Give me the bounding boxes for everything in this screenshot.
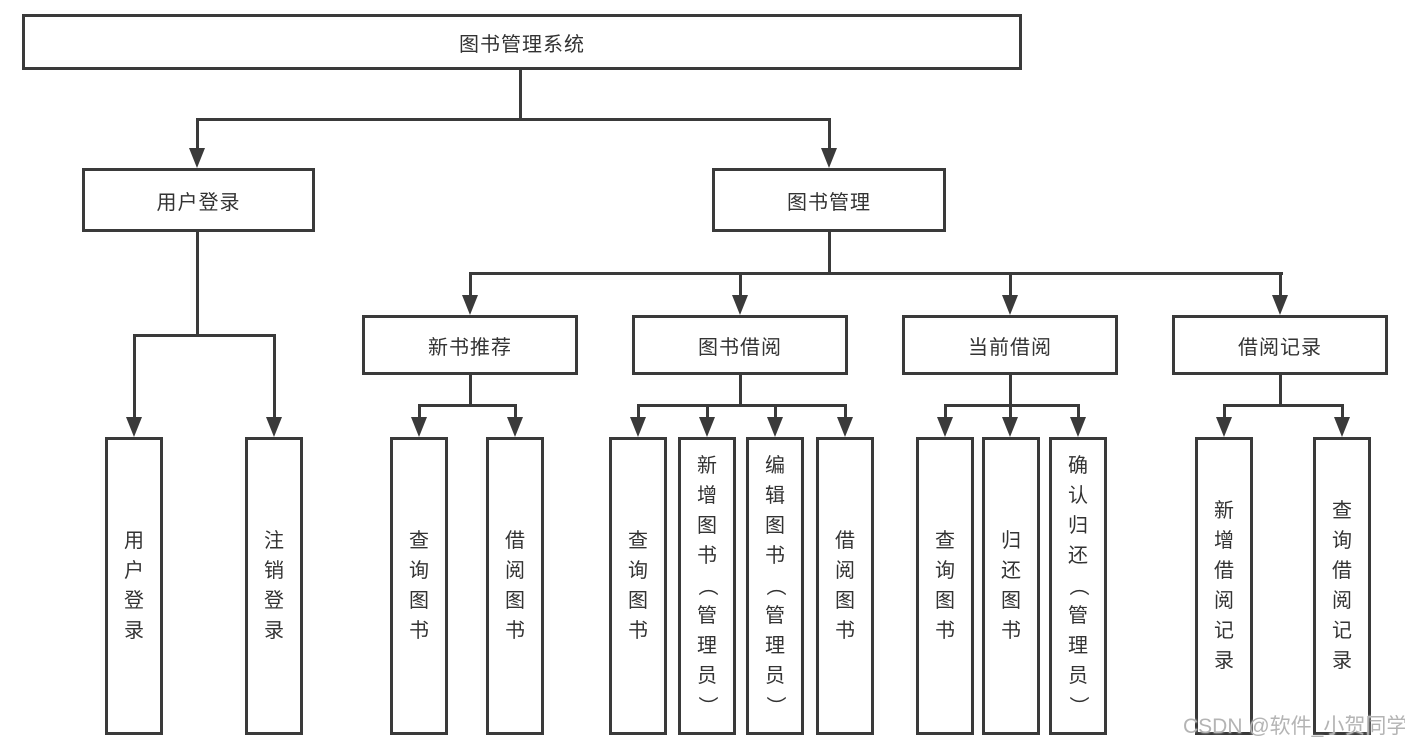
csdn-watermark: CSDN @软件_小贺同学 bbox=[1183, 715, 1405, 738]
connector-line bbox=[637, 404, 640, 419]
arrowhead-down-icon bbox=[821, 148, 837, 168]
arrowhead-down-icon bbox=[1002, 295, 1018, 315]
connector-line bbox=[418, 404, 421, 419]
leaf-add-books-admin: 新增图书（管理员） bbox=[678, 437, 736, 735]
connector-line bbox=[774, 404, 777, 419]
node-book-borrowing: 图书借阅 bbox=[632, 315, 848, 375]
connector-line bbox=[133, 334, 276, 337]
connector-line bbox=[469, 272, 1283, 275]
connector-line bbox=[1279, 272, 1282, 298]
connector-line bbox=[196, 118, 831, 121]
connector-line bbox=[196, 232, 199, 337]
connector-line bbox=[418, 404, 517, 407]
arrowhead-down-icon bbox=[507, 417, 523, 437]
connector-line bbox=[944, 404, 947, 419]
connector-line bbox=[1279, 375, 1282, 406]
connector-line bbox=[273, 334, 276, 419]
arrowhead-down-icon bbox=[937, 417, 953, 437]
node-user-login: 用户登录 bbox=[82, 168, 315, 232]
connector-line bbox=[1009, 375, 1012, 406]
connector-line bbox=[469, 272, 472, 298]
connector-line bbox=[519, 70, 522, 120]
arrowhead-down-icon bbox=[1070, 417, 1086, 437]
leaf-confirm-return-admin: 确认归还（管理员） bbox=[1049, 437, 1107, 735]
arrowhead-down-icon bbox=[630, 417, 646, 437]
arrowhead-down-icon bbox=[189, 148, 205, 168]
connector-line bbox=[469, 375, 472, 406]
leaf-edit-books-admin: 编辑图书（管理员） bbox=[746, 437, 804, 735]
leaf-query-borrow-record: 查询借阅记录 bbox=[1313, 437, 1371, 735]
node-current-borrowing: 当前借阅 bbox=[902, 315, 1118, 375]
connector-line bbox=[1077, 404, 1080, 419]
connector-line bbox=[944, 404, 1080, 407]
connector-line bbox=[844, 404, 847, 419]
node-book-management: 图书管理 bbox=[712, 168, 946, 232]
connector-line bbox=[828, 232, 831, 274]
leaf-borrow-books-borrowing: 借阅图书 bbox=[816, 437, 874, 735]
arrowhead-down-icon bbox=[266, 417, 282, 437]
arrowhead-down-icon bbox=[411, 417, 427, 437]
connector-line bbox=[706, 404, 709, 419]
arrowhead-down-icon bbox=[699, 417, 715, 437]
leaf-add-borrow-record: 新增借阅记录 bbox=[1195, 437, 1253, 735]
connector-line bbox=[739, 272, 742, 298]
node-library-management-system: 图书管理系统 bbox=[22, 14, 1022, 70]
connector-line bbox=[1009, 272, 1012, 298]
connector-line bbox=[1223, 404, 1344, 407]
connector-line bbox=[637, 404, 847, 407]
arrowhead-down-icon bbox=[732, 295, 748, 315]
leaf-query-books-recommend: 查询图书 bbox=[390, 437, 448, 735]
connector-line bbox=[1341, 404, 1344, 419]
leaf-logout: 注销登录 bbox=[245, 437, 303, 735]
arrowhead-down-icon bbox=[767, 417, 783, 437]
node-borrowing-records: 借阅记录 bbox=[1172, 315, 1388, 375]
arrowhead-down-icon bbox=[1216, 417, 1232, 437]
arrowhead-down-icon bbox=[837, 417, 853, 437]
node-new-book-recommendation: 新书推荐 bbox=[362, 315, 578, 375]
leaf-query-books-current: 查询图书 bbox=[916, 437, 974, 735]
leaf-query-books-borrowing: 查询图书 bbox=[609, 437, 667, 735]
connector-line bbox=[1223, 404, 1226, 419]
connector-line bbox=[133, 334, 136, 419]
leaf-return-books: 归还图书 bbox=[982, 437, 1040, 735]
arrowhead-down-icon bbox=[1002, 417, 1018, 437]
arrowhead-down-icon bbox=[462, 295, 478, 315]
connector-line bbox=[828, 118, 831, 150]
connector-line bbox=[514, 404, 517, 419]
connector-line bbox=[196, 118, 199, 150]
arrowhead-down-icon bbox=[126, 417, 142, 437]
arrowhead-down-icon bbox=[1334, 417, 1350, 437]
connector-line bbox=[1009, 404, 1012, 419]
leaf-borrow-books-recommend: 借阅图书 bbox=[486, 437, 544, 735]
connector-line bbox=[739, 375, 742, 406]
leaf-user-login: 用户登录 bbox=[105, 437, 163, 735]
arrowhead-down-icon bbox=[1272, 295, 1288, 315]
